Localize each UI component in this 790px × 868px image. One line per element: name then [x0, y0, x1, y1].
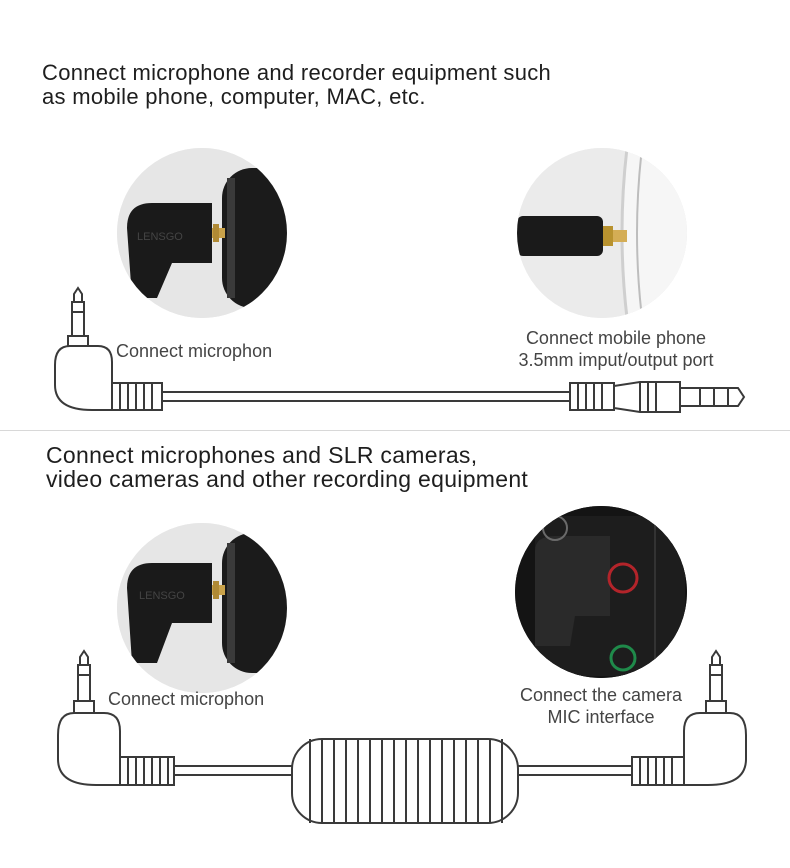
section2-heading-line2: video cameras and other recording equipm… [46, 466, 529, 492]
section1-heading-line2: as mobile phone, computer, MAC, etc. [42, 84, 426, 109]
svg-text:LENSGO: LENSGO [139, 590, 185, 602]
mobile-phone-port-photo [517, 148, 687, 318]
microphone-plug-photo: LENSGO [117, 148, 287, 318]
section1-label-phone-line1: Connect mobile phone [525, 328, 707, 348]
section1-label-microphone: Connect microphon [116, 341, 273, 361]
section2-label-camera: Connect the camera MIC interface [496, 684, 706, 728]
camera-mic-interface-photo [515, 506, 687, 678]
section2-label-camera-line2: MIC interface [547, 707, 655, 727]
section1-label-phone-line2: 3.5mm imput/output port [518, 350, 714, 370]
section1-label-phone: Connect mobile phone 3.5mm imput/output … [494, 327, 738, 371]
section2-heading-line1: Connect microphones and SLR cameras, [46, 442, 478, 468]
section2-heading: Connect microphones and SLR cameras, vid… [46, 443, 528, 491]
section-divider [0, 430, 790, 431]
section1-heading: Connect microphone and recorder equipmen… [42, 61, 551, 109]
section2-label-camera-line1: Connect the camera [519, 685, 683, 705]
section1-heading-line1: Connect microphone and recorder equipmen… [42, 60, 552, 85]
svg-text:LENSGO: LENSGO [137, 231, 183, 243]
section1-cable-diagram [54, 286, 746, 413]
section2-cable-diagram [57, 649, 747, 824]
microphone-plug-photo-2: LENSGO [117, 523, 287, 693]
section2-label-microphone: Connect microphon [108, 689, 265, 709]
